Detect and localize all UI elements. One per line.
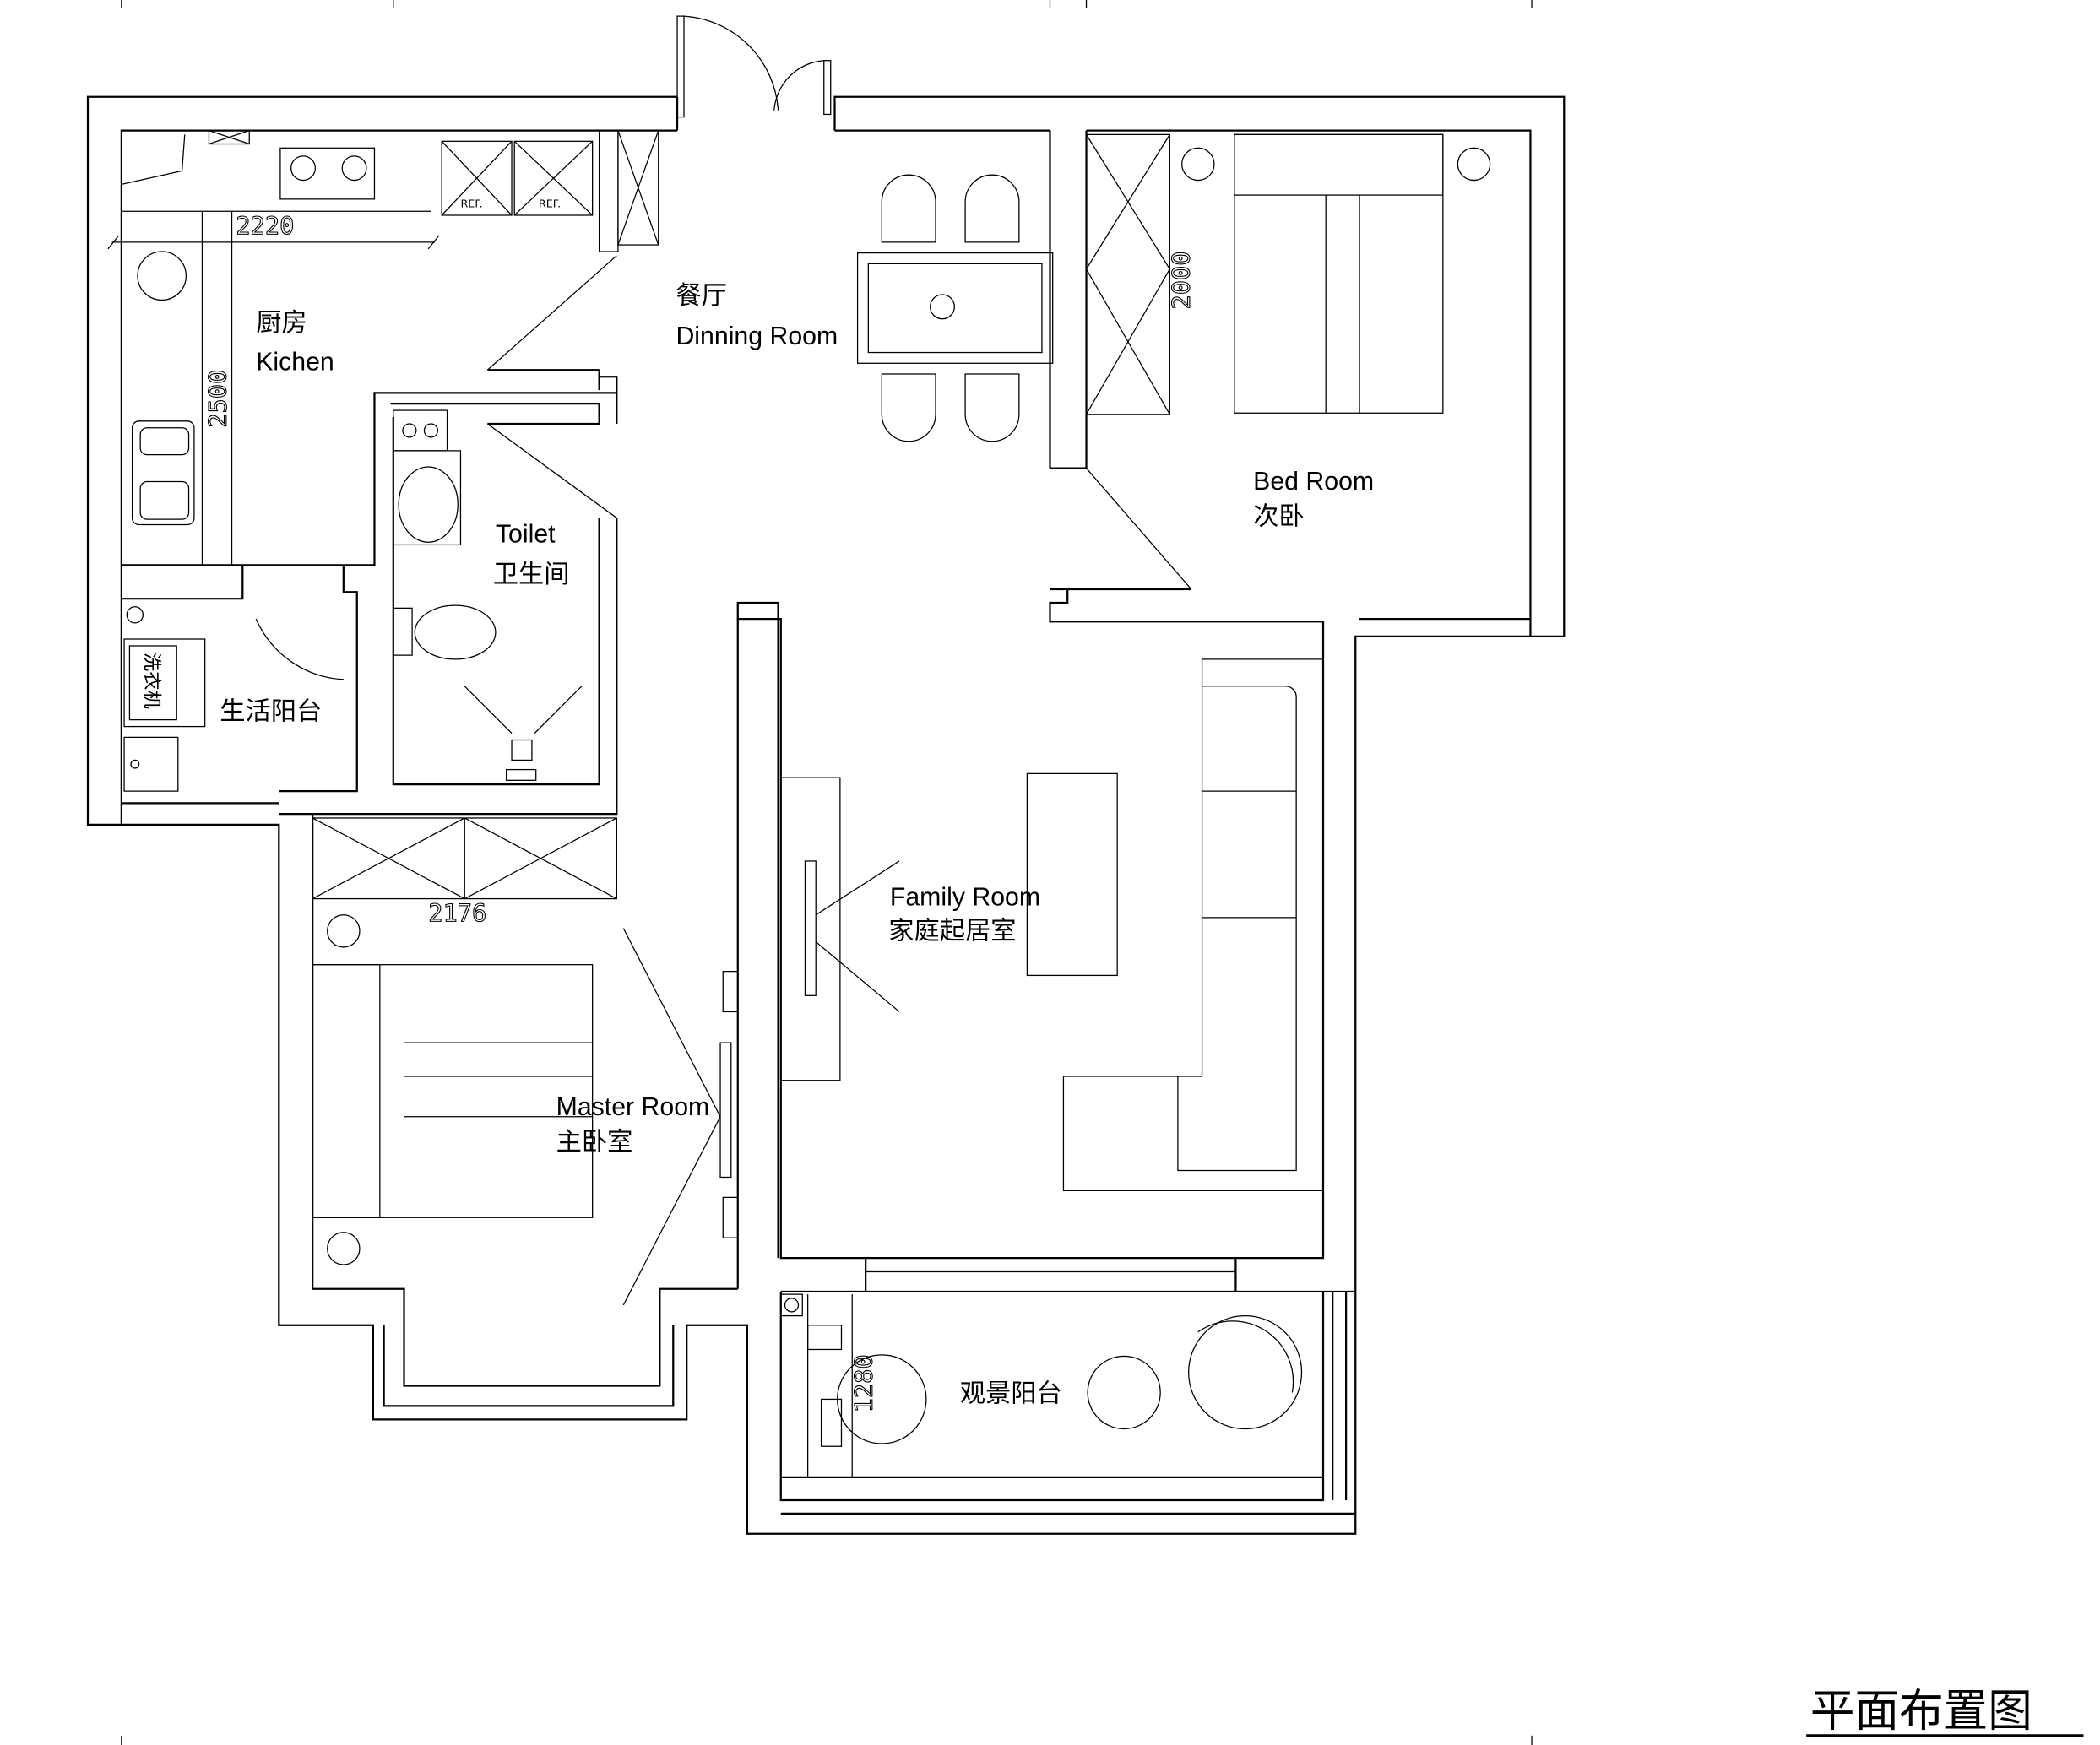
toilet-fixtures [393, 409, 583, 781]
kitchen-fixtures [121, 129, 659, 566]
bedroom-furniture [1085, 133, 1491, 590]
dining-table [856, 174, 1054, 442]
walls [86, 95, 1566, 1535]
fridge-label-right: REF. [539, 198, 561, 210]
fridge-label-left: REF. [460, 198, 482, 210]
kitchen-label-cn: 厨房 [256, 308, 307, 338]
dimension-kitchen-length: 2500 [203, 370, 232, 428]
washer-label: 洗衣机 [141, 653, 163, 709]
family-room-label-en: Family Room [890, 884, 1040, 912]
border-ticks [121, 0, 1533, 1745]
dimension-bed-length: 2000 [1167, 251, 1196, 309]
dining-label-cn: 餐厅 [676, 281, 727, 311]
view-balcony-furniture [780, 1293, 1303, 1477]
view-balcony-label: 观景阳台 [960, 1379, 1062, 1409]
bedroom-label-en: Bed Room [1253, 468, 1374, 496]
bedroom-label-cn: 次卧 [1253, 502, 1305, 532]
dining-label-en: Dinning Room [676, 322, 838, 350]
utility-balcony-label: 生活阳台 [220, 697, 322, 727]
family-room-label-cn: 家庭起居室 [888, 916, 1016, 946]
drawing-title: 平面布置图 [1810, 1686, 2032, 1737]
toilet-label-cn: 卫生间 [493, 560, 570, 589]
kitchen-label-en: Kichen [256, 348, 334, 376]
master-room-label-cn: 主卧室 [556, 1128, 633, 1157]
toilet-label-en: Toilet [496, 520, 556, 548]
dimension-master-wardrobe: 2176 [428, 899, 486, 928]
washing-machine [123, 606, 344, 792]
master-furniture [312, 817, 739, 1306]
entry-door[interactable] [676, 15, 832, 118]
dimension-kitchen-width: 2220 [236, 211, 294, 240]
dimension-balcony-depth: 1280 [849, 1354, 878, 1412]
family-room-furniture [780, 658, 1324, 1192]
master-room-label-en: Master Room [556, 1093, 710, 1121]
